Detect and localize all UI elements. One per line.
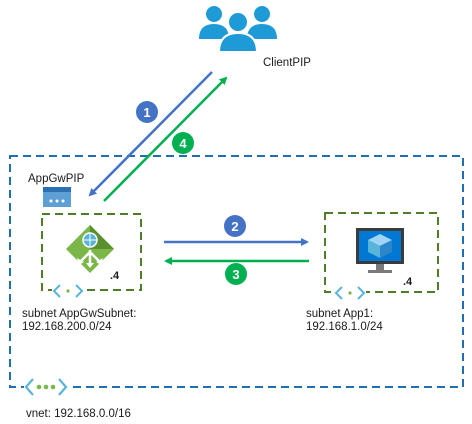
appgw-pip-label: AppGwPIP: [28, 173, 85, 185]
arrow-4: [103, 76, 228, 202]
app1-ip-suffix: .4: [403, 276, 413, 288]
step-1-number: 1: [143, 105, 150, 120]
app1-subnet-box: [324, 212, 439, 293]
step-2-number: 2: [231, 219, 238, 234]
app1-subnet-name: subnet App1:: [306, 308, 374, 320]
step-3-number: 3: [232, 267, 239, 282]
step-2-badge: 2: [224, 215, 246, 237]
step-1-badge: 1: [136, 101, 158, 123]
app1-subnet-cidr: 192.168.1.0/24: [306, 321, 383, 333]
step-4-badge: 4: [172, 132, 194, 154]
public-ip-icon: [43, 187, 71, 207]
vnet-chevron-icon: [24, 378, 68, 396]
application-gateway-icon: [66, 225, 114, 273]
appgw-ip-suffix: .4: [110, 270, 120, 282]
users-icon: [199, 6, 277, 53]
vnet-label: vnet: 192.168.0.0/16: [26, 408, 131, 420]
appgw-subnet-box: [41, 213, 142, 291]
subnet-app1-chevron-icon: [334, 285, 366, 301]
step-3-badge: 3: [225, 263, 247, 285]
subnet-appgw-chevron-icon: [52, 283, 84, 299]
vnet-boundary: [9, 155, 464, 388]
step-4-number: 4: [179, 136, 187, 151]
client-pip-label: ClientPIP: [263, 57, 311, 69]
arrow-1: [88, 71, 213, 197]
appgw-subnet-cidr: 192.168.200.0/24: [22, 321, 112, 333]
virtual-machine-icon: [356, 228, 404, 273]
appgw-subnet-name: subnet AppGwSubnet:: [22, 308, 137, 320]
